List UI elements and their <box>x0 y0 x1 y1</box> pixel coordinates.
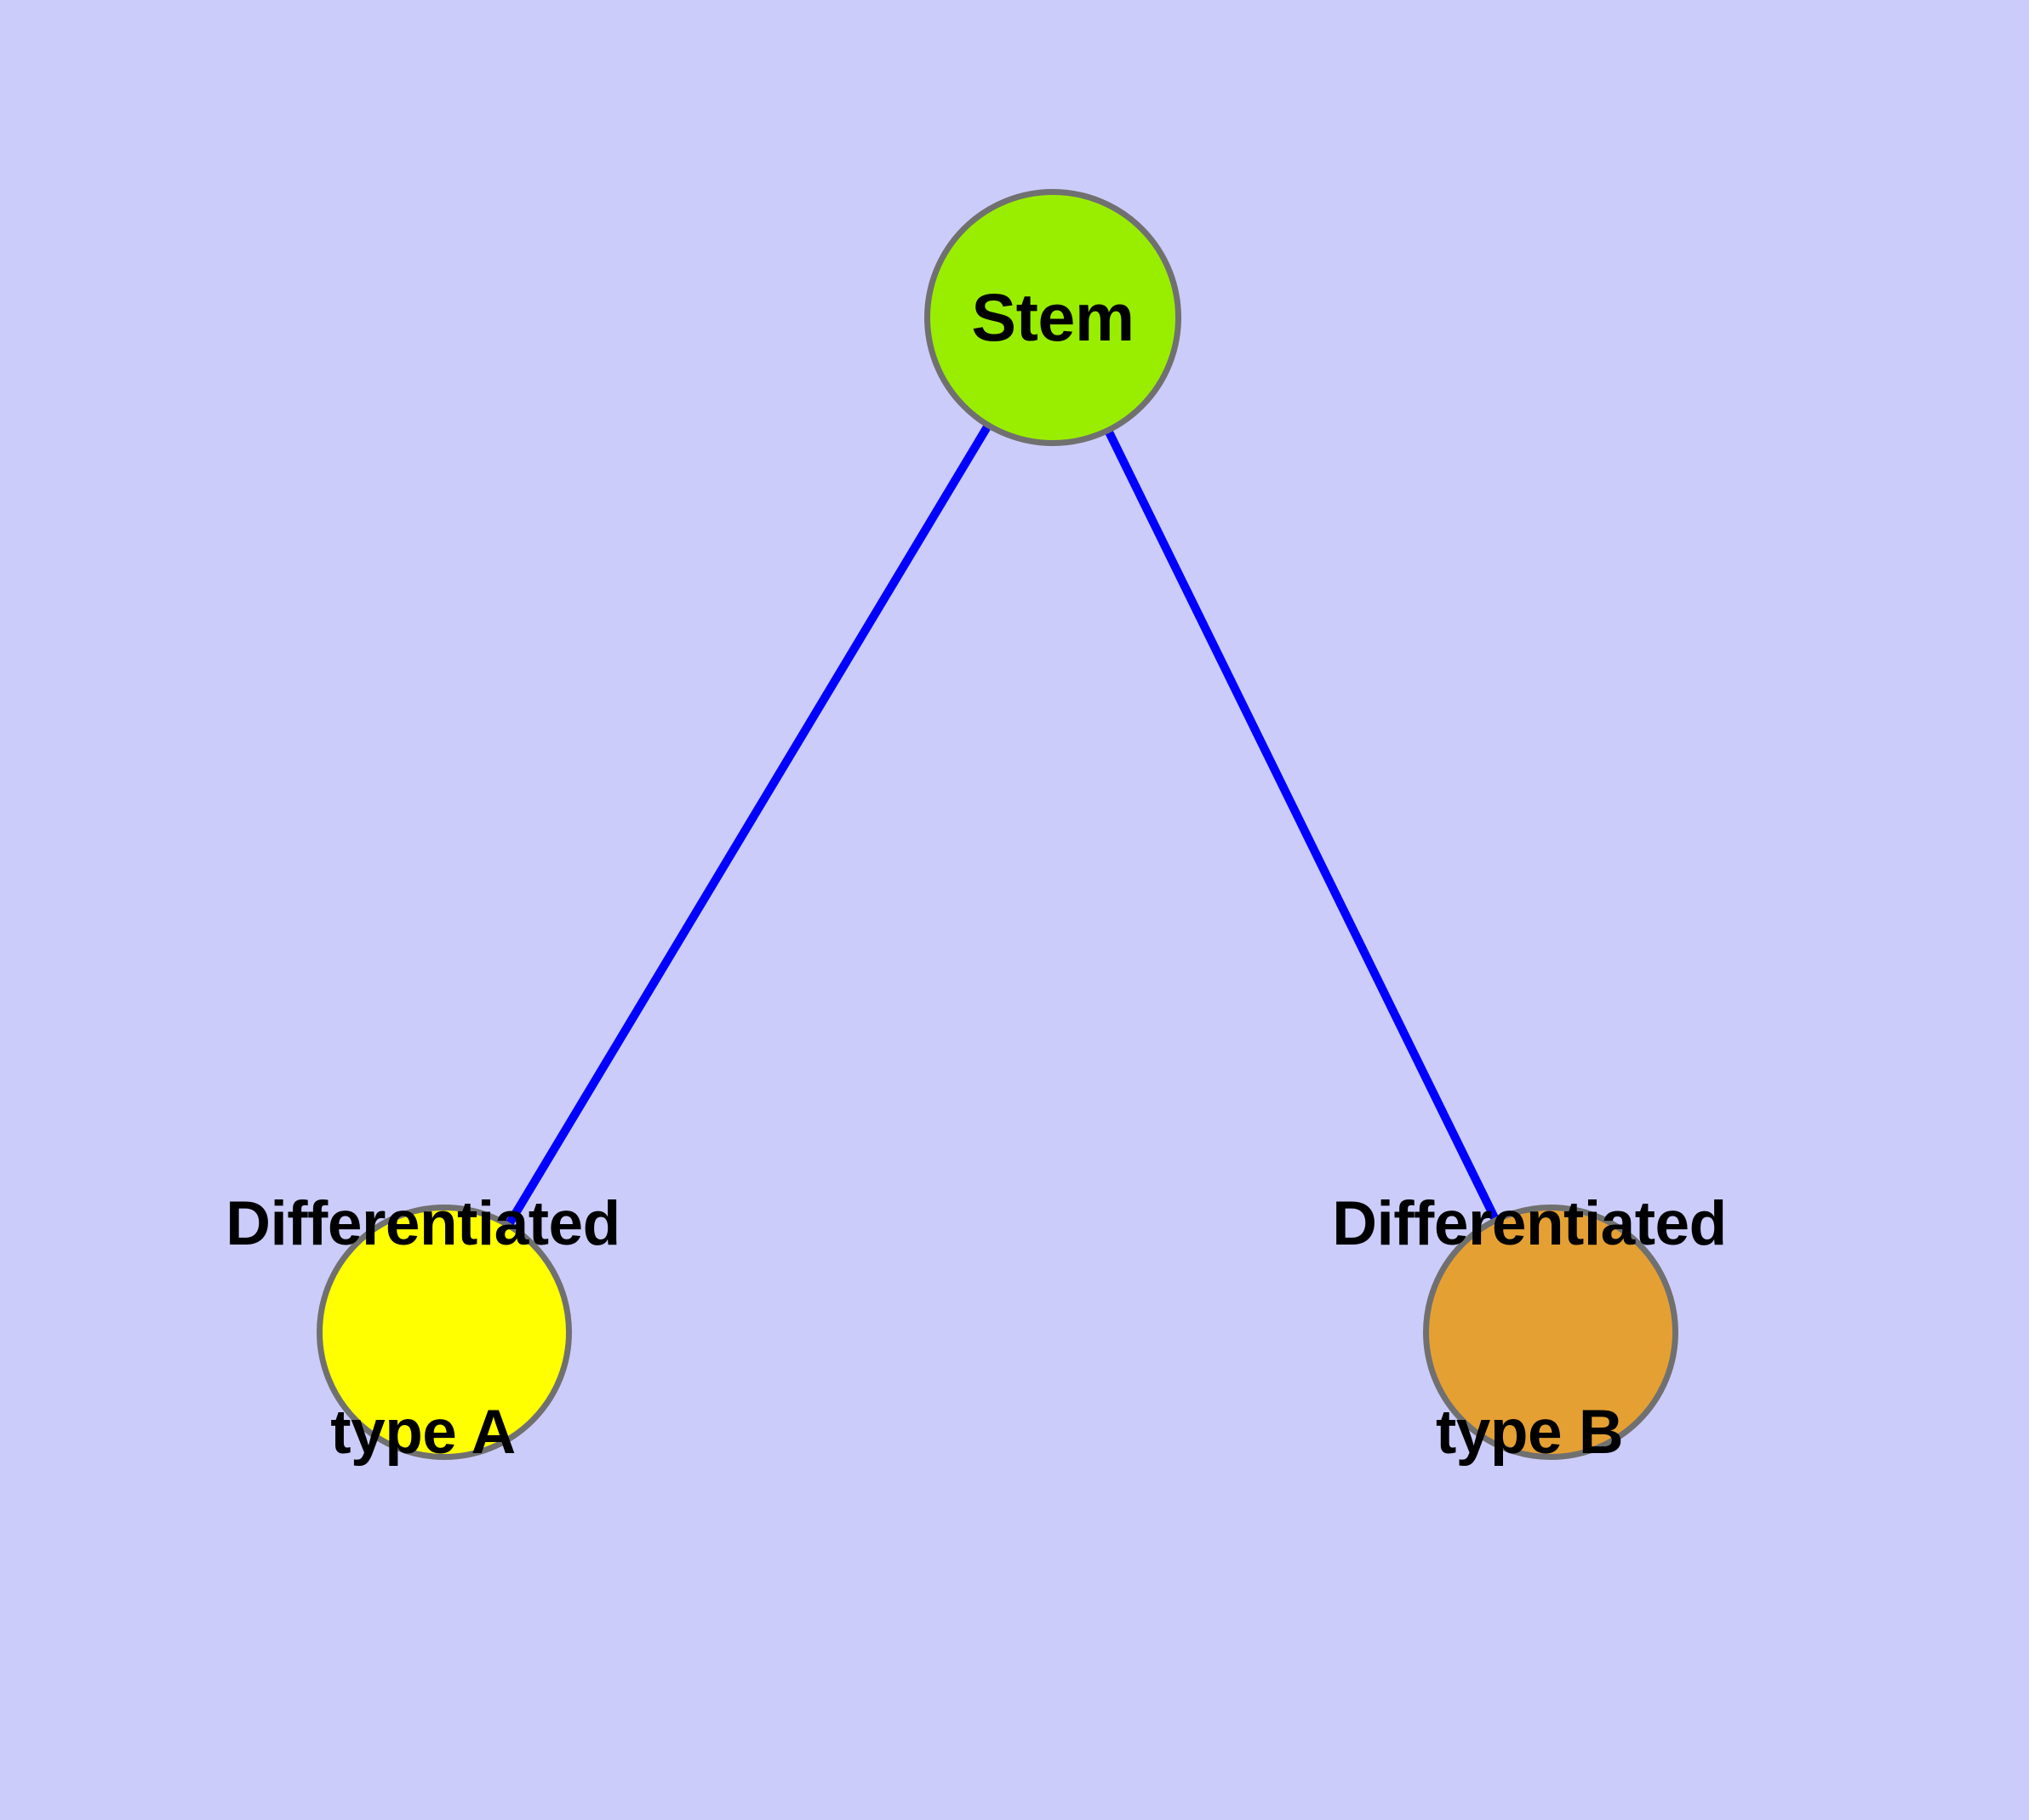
node-stem[interactable] <box>924 189 1181 446</box>
edge-stem-to-diff-b[interactable] <box>1049 315 1555 1335</box>
edge-stem-to-diff-a[interactable] <box>440 315 1057 1335</box>
node-diff-a[interactable] <box>317 1205 572 1460</box>
node-diff-b[interactable] <box>1423 1205 1678 1460</box>
edge-layer <box>440 315 1555 1335</box>
node-layer <box>317 189 1678 1460</box>
